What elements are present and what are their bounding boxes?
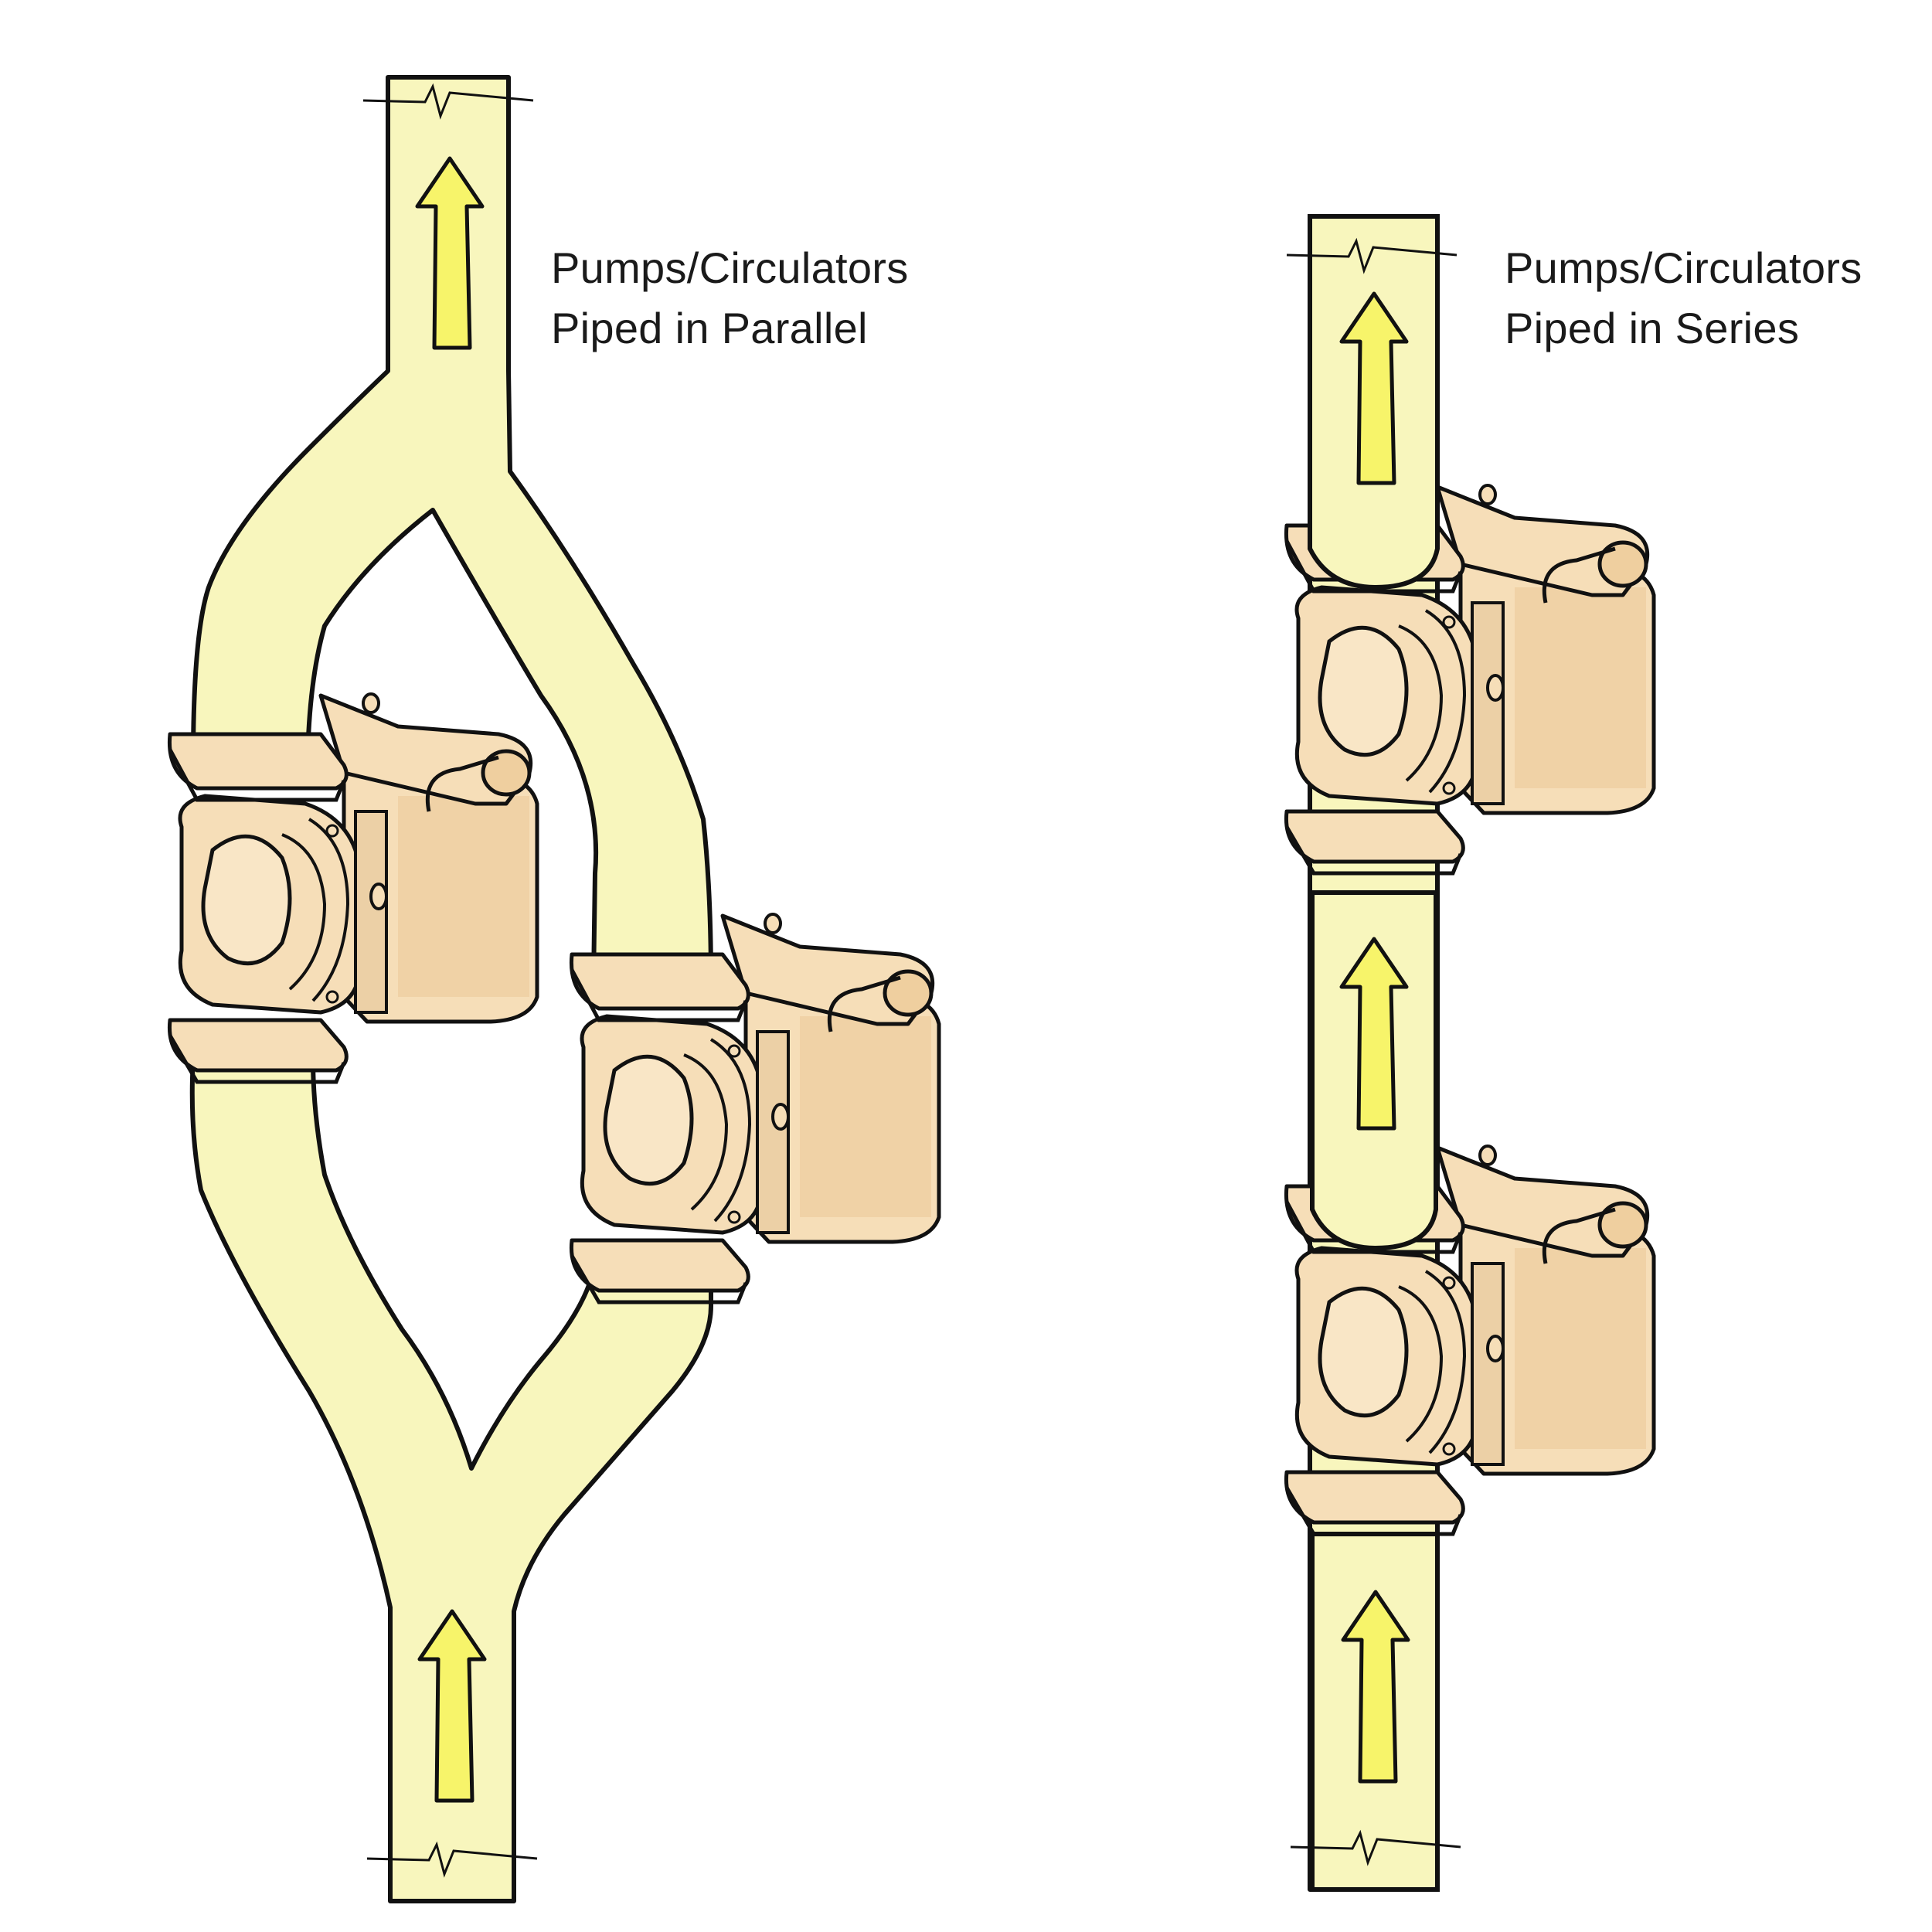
circulator-pump-icon	[571, 914, 939, 1302]
series-arrangement	[1286, 214, 1654, 1892]
series-caption-line1: Pumps/Circulators	[1505, 243, 1862, 292]
parallel-arrangement	[169, 75, 939, 1903]
parallel-caption-line1: Pumps/Circulators	[551, 243, 909, 292]
series-caption: Pumps/Circulators Piped in Series	[1505, 238, 1862, 359]
parallel-caption: Pumps/Circulators Piped in Parallel	[551, 238, 909, 359]
circulator-pump-icon	[169, 694, 537, 1082]
parallel-pipe	[191, 75, 713, 984]
parallel-caption-line2: Piped in Parallel	[551, 304, 868, 352]
series-caption-line2: Piped in Series	[1505, 304, 1800, 352]
parallel-pipe-lower	[189, 1056, 713, 1903]
